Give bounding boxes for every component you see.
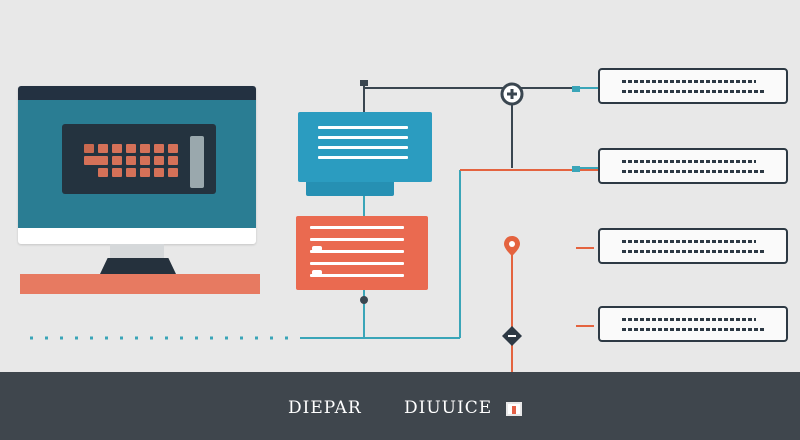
footer-right-label: DIUUICE [404, 398, 493, 418]
diamond-node-icon [502, 326, 522, 346]
monitor-bezel [18, 86, 256, 100]
location-pin-icon [504, 236, 520, 256]
monitor-scrollbar [190, 136, 204, 188]
connector-top-cap [360, 80, 368, 86]
blue-card [298, 112, 432, 182]
output-box-1 [598, 68, 788, 104]
lock-junction-icon [500, 82, 524, 106]
footer-bar [0, 372, 800, 440]
output-box-3 [598, 228, 788, 264]
square-badge-icon [506, 402, 522, 416]
monitor-stand-base [100, 258, 176, 274]
orange-card [296, 216, 428, 290]
keyboard-bar [20, 274, 260, 294]
output-box-4 [598, 306, 788, 342]
connector-orange-dot [360, 296, 368, 304]
tick-box-2 [572, 166, 580, 172]
output-box-2 [598, 148, 788, 184]
monitor-stand-neck [110, 244, 164, 258]
footer-left-label: DIEPAR [288, 398, 362, 418]
tick-box-1 [572, 86, 580, 92]
